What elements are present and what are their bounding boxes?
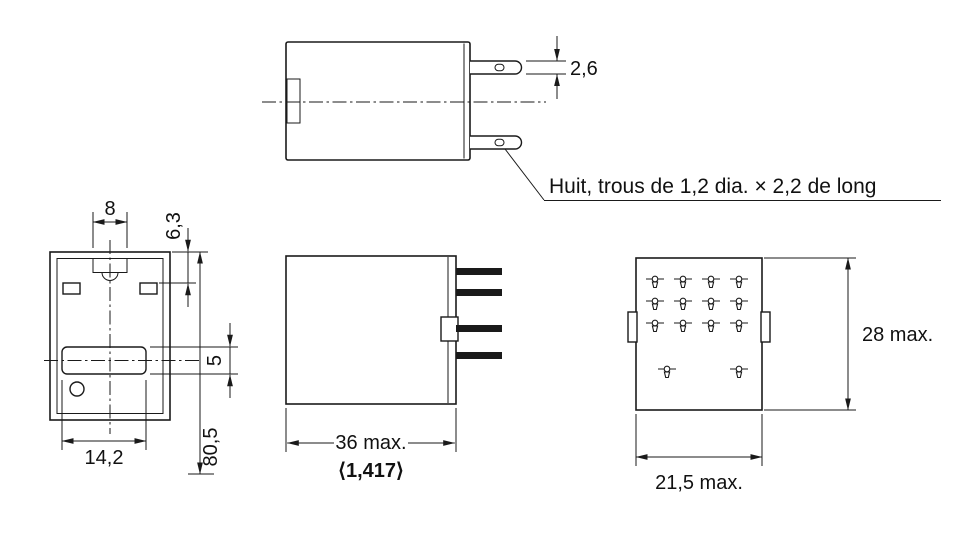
dim-slot-height: 5 <box>150 323 238 398</box>
dim-label-body-length-inches: ⟨1,417⟩ <box>338 460 404 482</box>
side-view-top: 2,6 <box>262 36 598 161</box>
side-view: 36 max. ⟨1,417⟩ <box>285 255 502 482</box>
dim-body-length: 36 max. ⟨1,417⟩ <box>285 408 457 482</box>
dim-label-body-length: 36 max. <box>335 432 406 454</box>
latch-tab <box>440 316 459 342</box>
pin-hole <box>494 63 505 72</box>
side-latch-slot <box>760 311 771 343</box>
dim-body-width: 21,5 max. <box>635 414 763 494</box>
dim-label-mount-height: 80,5 <box>200 428 222 467</box>
tab-notch-arc <box>101 272 119 281</box>
mounting-hole <box>62 282 81 295</box>
dim-label-slot-height: 5 <box>204 355 226 366</box>
terminal-pin <box>456 268 502 275</box>
terminal-pin <box>470 60 523 75</box>
dim-label-slot-width: 14,2 <box>85 447 124 469</box>
dim-mount-height: 80,5 <box>188 251 222 475</box>
mounting-hole <box>139 282 158 295</box>
terminal-pin <box>470 135 523 150</box>
side-latch-slot <box>627 311 638 343</box>
mounting-circle-hole <box>69 381 85 397</box>
dim-label-body-width: 21,5 max. <box>655 472 743 494</box>
dim-slot-width: 14,2 <box>61 380 147 469</box>
terminal-pin <box>456 289 502 296</box>
holes-note-text: Huit, trous de 1,2 dia. × 2,2 de long <box>549 175 876 198</box>
body-notch <box>286 78 301 124</box>
mounting-view: 8 6,3 5 80,5 14,2 <box>44 198 238 475</box>
dim-edge-to-hole: 6,3 <box>159 212 208 307</box>
dim-pin-thickness: 2,6 <box>526 36 598 99</box>
pin-hole <box>494 138 505 147</box>
relay-body-outline <box>285 41 471 161</box>
dim-label-edge-to-hole: 6,3 <box>163 212 185 240</box>
terminal-pin <box>456 352 502 359</box>
dim-tab-width: 8 <box>92 198 128 248</box>
relay-body-outline <box>285 255 457 405</box>
holes-note-callout: Huit, trous de 1,2 dia. × 2,2 de long <box>504 148 941 201</box>
dim-body-height: 28 max. <box>764 257 933 411</box>
leader-line <box>504 148 545 201</box>
dim-label-pin-thickness: 2,6 <box>570 58 598 80</box>
terminal-pin <box>456 325 502 332</box>
bottom-view: 28 max. 21,5 max. <box>627 257 933 494</box>
dim-label-body-height: 28 max. <box>862 324 933 346</box>
dim-label-tab-width: 8 <box>104 198 115 220</box>
